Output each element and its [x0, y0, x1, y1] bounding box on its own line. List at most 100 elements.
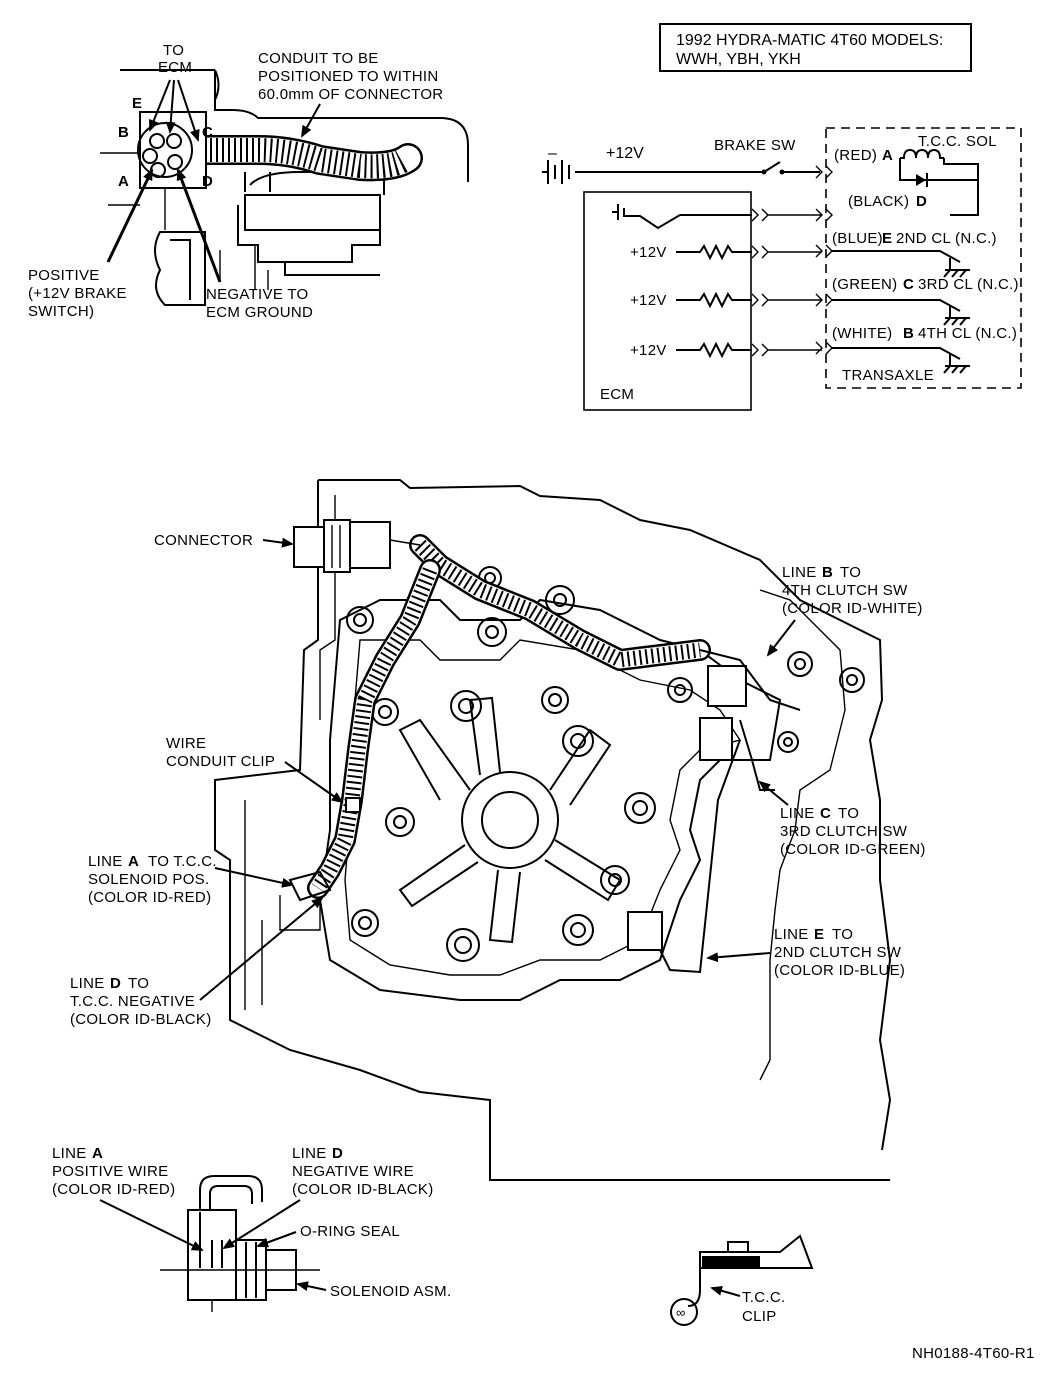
harness-conduit-upper-ribs	[414, 539, 701, 668]
line-c-arrow	[758, 780, 789, 806]
housing-outline	[214, 70, 469, 182]
line-d-letter: D	[110, 975, 121, 992]
wire-clip-arrow	[284, 761, 344, 804]
to-ecm-arrow-3	[177, 79, 200, 142]
tcc-solenoid-connector	[288, 870, 332, 902]
bracket-foot	[284, 262, 380, 276]
line-c-post: TO	[838, 805, 859, 822]
clip-bolt	[727, 1241, 749, 1253]
valve-body-inner	[344, 639, 742, 976]
wire-green-post: 3RD CL (N.C.)	[918, 276, 1019, 293]
sol-line-a-arrow	[99, 1199, 204, 1251]
line-d-post: TO	[128, 975, 149, 992]
conduit-note-2: POSITIONED TO WITHIN	[258, 68, 438, 85]
clip-label-1: T.C.C.	[742, 1289, 785, 1306]
line-e-3: (COLOR ID-BLUE)	[774, 962, 905, 979]
ecm-chevrons-d	[751, 208, 822, 222]
negative-label-2: ECM GROUND	[206, 304, 313, 321]
chevrons-e	[815, 244, 833, 258]
bolt	[446, 928, 480, 962]
bolt-head	[485, 625, 499, 639]
ecm-v3: +12V	[630, 342, 667, 359]
bolt	[541, 686, 569, 714]
negative-arrow	[176, 168, 222, 283]
sol-line-d-2: NEGATIVE WIRE	[292, 1163, 414, 1180]
connector-ring	[137, 122, 193, 178]
wire-white-post: 4TH CL (N.C.)	[918, 325, 1017, 342]
solenoid-detail: LINE A POSITIVE WIRE (COLOR ID-RED) LINE…	[52, 1145, 451, 1312]
bolt-head	[393, 815, 407, 829]
wire-clip-label-1: WIRE	[166, 735, 206, 752]
bolt	[385, 807, 415, 837]
line-b-post: TO	[840, 564, 861, 581]
pin-c	[166, 133, 182, 149]
resistor-1	[676, 243, 752, 261]
line-e-post: TO	[832, 926, 853, 943]
battery-symbol	[542, 160, 618, 184]
bolt-head	[674, 684, 686, 696]
tcc-sol-loop	[899, 158, 979, 181]
case-wave	[154, 231, 206, 306]
positive-label-2: (+12V BRAKE	[28, 285, 127, 302]
wire-clip-label-2: CONDUIT CLIP	[166, 753, 275, 770]
spider-hub	[461, 771, 559, 869]
pin-label-e: E	[132, 95, 142, 112]
line-e-pre: LINE	[774, 926, 809, 943]
bolt	[450, 690, 482, 722]
bracket-top	[249, 171, 385, 195]
bolt-head	[783, 737, 793, 747]
ecm-ground-switch	[612, 204, 752, 230]
sol-line-a-pre: LINE	[52, 1145, 87, 1162]
spider-arms	[398, 696, 622, 944]
bolt-head	[353, 613, 367, 627]
electrical-schematic: – +12V BRAKE SW (RED) A T.C.C. SOL (BLAC…	[542, 127, 1022, 411]
pin-label-b: B	[118, 124, 129, 141]
line-c-3: (COLOR ID-GREEN)	[780, 841, 926, 858]
ecm-v2: +12V	[630, 292, 667, 309]
sol-wire-outer	[199, 1175, 263, 1210]
transaxle-view: CONNECTOR LINE B TO 4TH CLUTCH SW (COLOR…	[70, 479, 926, 1181]
sol-wire-inner	[209, 1185, 253, 1210]
bolt-head	[454, 936, 472, 954]
bracket-base	[237, 205, 381, 263]
case-connector-detail	[331, 525, 421, 568]
solenoid-label: SOLENOID ASM.	[330, 1283, 451, 1300]
bolt-head	[570, 733, 586, 749]
tcc-sol-label: T.C.C. SOL	[918, 133, 997, 150]
resistor-3	[676, 341, 752, 359]
line-a-post: TO T.C.C.	[148, 853, 217, 870]
sol-line-a-letter: A	[92, 1145, 103, 1162]
figure-id: NH0188-4T60-R1	[912, 1345, 1035, 1362]
pin-label-c: C	[202, 124, 213, 141]
switch-3rd	[832, 299, 970, 326]
connector-arrow	[262, 537, 294, 548]
case-outline-left	[214, 480, 890, 1181]
tcc-coil	[900, 148, 944, 159]
bolt	[371, 698, 399, 726]
title-line-1: 1992 HYDRA-MATIC 4T60 MODELS:	[676, 32, 943, 49]
pin-b	[142, 148, 158, 164]
bolt	[839, 667, 865, 693]
tcc-diode	[916, 174, 926, 186]
bolt-head	[846, 674, 858, 686]
line-b-pre: LINE	[782, 564, 817, 581]
bolt	[351, 909, 379, 937]
battery-voltage: +12V	[606, 145, 644, 162]
chevrons-b	[815, 341, 833, 355]
clip-arrow	[710, 1285, 741, 1297]
line-c-letter: C	[820, 805, 831, 822]
clip-bracket	[687, 1252, 701, 1307]
conduit-clip	[345, 797, 361, 813]
bolt	[562, 914, 594, 946]
positive-label-3: SWITCH)	[28, 303, 94, 320]
ecm-chevrons-b	[751, 343, 822, 357]
housing-notch	[214, 69, 220, 101]
harness-conduit-lower-fill	[309, 561, 439, 897]
connector-conduit-ribs	[210, 138, 414, 179]
case-connector-body	[323, 519, 351, 573]
clip-mount-hatch	[702, 1256, 760, 1268]
line-b-arrow	[766, 619, 796, 657]
sol-centerline	[160, 1269, 320, 1312]
switch-2nd-body	[627, 911, 663, 951]
line-d-pre: LINE	[70, 975, 105, 992]
